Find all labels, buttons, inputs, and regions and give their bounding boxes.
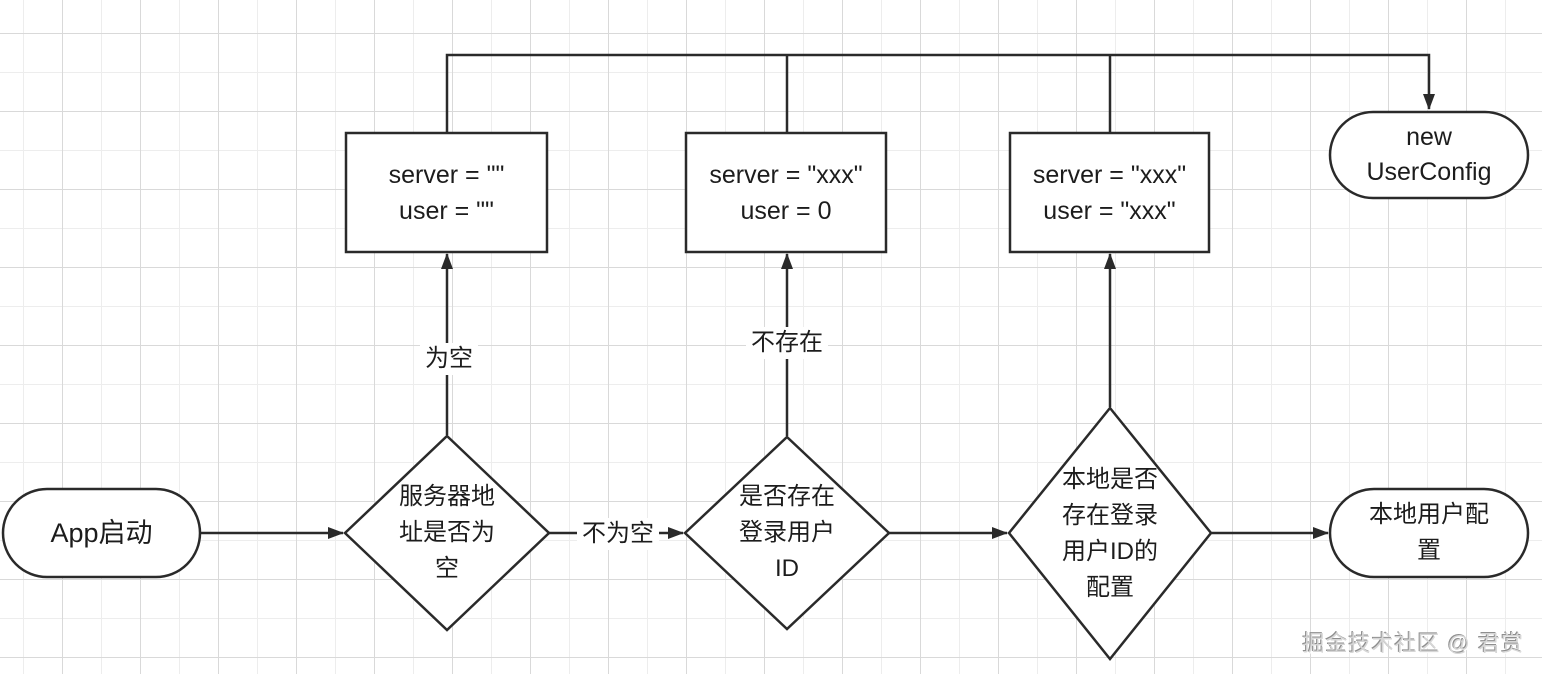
node-decision-server-shape (343, 434, 551, 632)
node-local-userconfig-label: 本地用户配 置 (1369, 501, 1489, 564)
edge-label-not-empty: 不为空 (577, 518, 659, 550)
node-decision-local-shape (1007, 406, 1213, 661)
node-decision-user-label: 是否存在 登录用户 ID (739, 483, 835, 582)
node-state-empty-label: server = "" user = "" (388, 160, 505, 225)
node-local-userconfig-shape (1328, 487, 1530, 579)
node-state-user-zero-label: server = "xxx" user = 0 (709, 160, 863, 225)
node-new-userconfig-shape (1328, 110, 1530, 200)
node-start-label: App启动 (50, 518, 153, 548)
node-state-empty-shape (344, 131, 549, 254)
node-new-userconfig-label: new UserConfig (1366, 123, 1492, 186)
edge-label-is-empty: 为空 (420, 343, 478, 375)
node-decision-local-label: 本地是否 存在登录 用户ID的 配置 (1062, 465, 1158, 601)
edge-toprail-to-new-userconfig (445, 53, 1435, 133)
node-state-user-zero-shape (684, 131, 888, 254)
node-state-all-set-shape (1008, 131, 1211, 254)
node-state-all-set-label: server = "xxx" user = "xxx" (1032, 160, 1187, 225)
edge-label-not-exists: 不存在 (746, 327, 828, 359)
watermark-text: 掘金技术社区 @ 君赏 (1302, 631, 1524, 656)
node-decision-server-label: 服务器地 址是否为 空 (399, 483, 495, 582)
node-decision-user-shape (683, 435, 891, 631)
node-start-shape (1, 487, 202, 579)
